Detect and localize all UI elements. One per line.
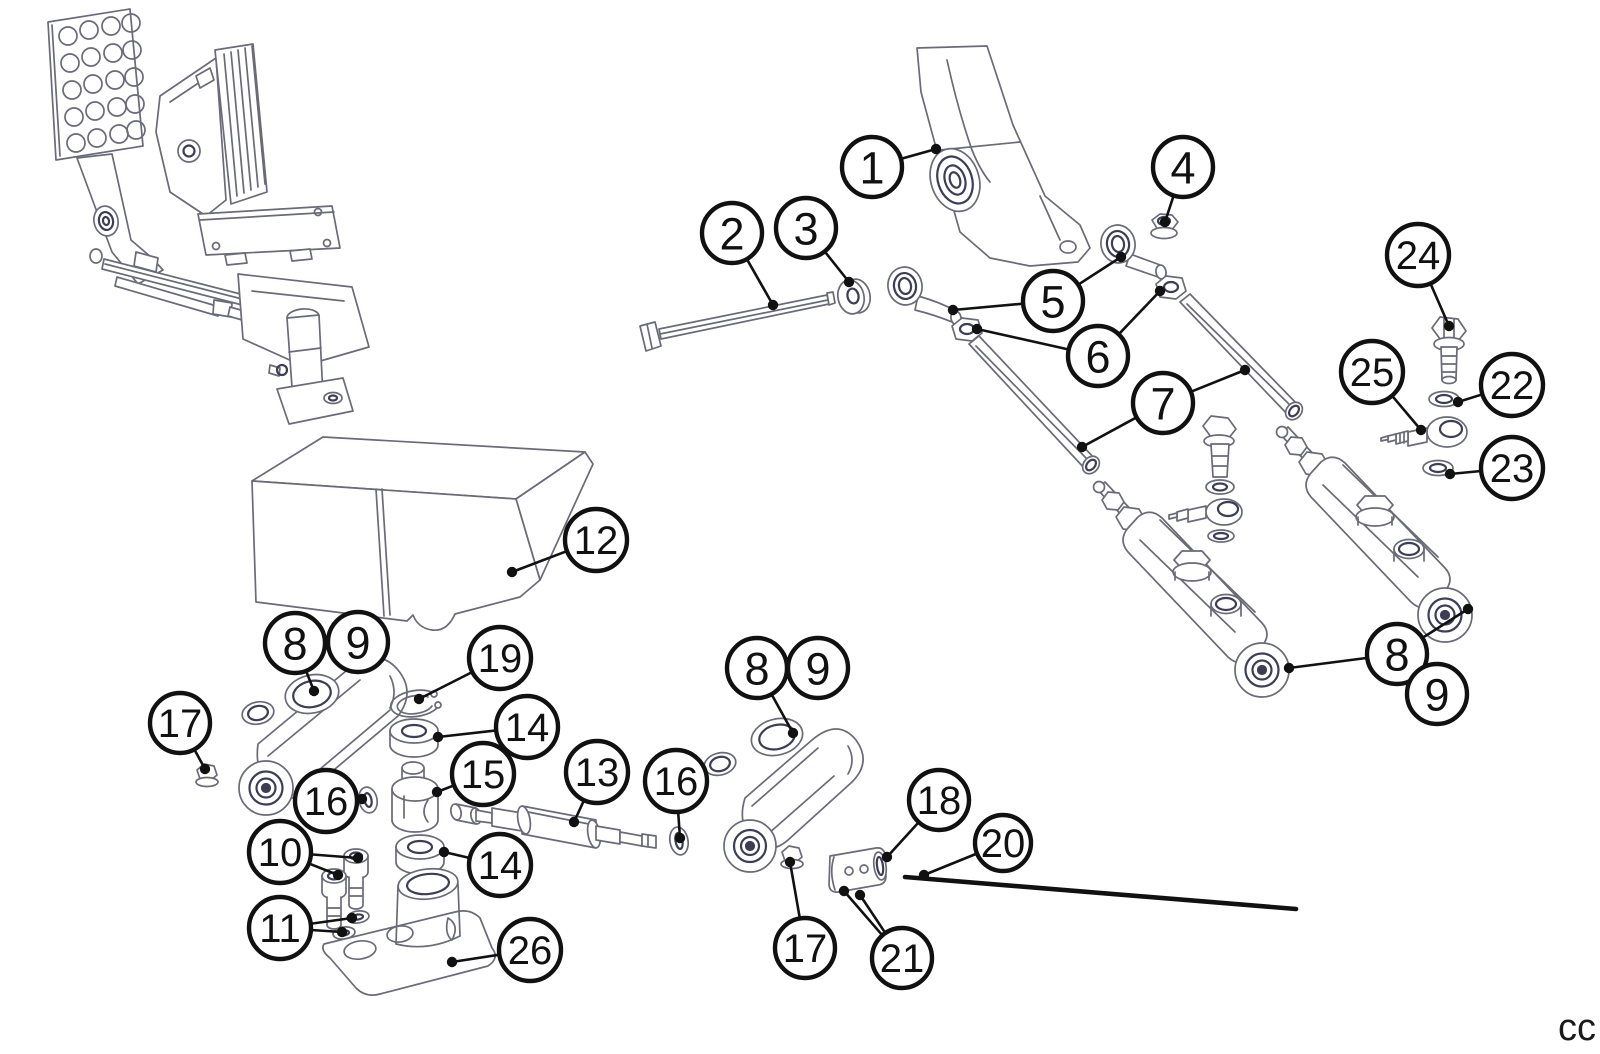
- callout-24: 24: [1384, 221, 1455, 332]
- callout-4: 4: [1150, 134, 1216, 228]
- pushrod-tube-drawing-lower: [968, 335, 1101, 475]
- svg-text:16: 16: [304, 780, 349, 824]
- trunnion-drawing: [391, 761, 439, 833]
- o-ring-drawing-right: [668, 826, 690, 856]
- svg-text:17: 17: [158, 702, 203, 746]
- callout-16: 16: [642, 747, 710, 844]
- svg-text:17: 17: [783, 927, 828, 971]
- watermark-text: cc: [1558, 1007, 1596, 1049]
- assembled-pedal-box-drawing: [47, 8, 370, 425]
- spacer-drawing-bottom: [395, 834, 445, 875]
- callout-3: 3: [773, 195, 855, 288]
- svg-text:9: 9: [345, 618, 370, 669]
- svg-text:8: 8: [1384, 630, 1409, 681]
- svg-text:15: 15: [461, 753, 506, 797]
- svg-text:14: 14: [505, 706, 550, 750]
- callout-16: 16: [292, 767, 368, 835]
- svg-text:9: 9: [805, 644, 830, 695]
- callout-9: 9: [1404, 661, 1470, 727]
- svg-text:23: 23: [1490, 447, 1535, 491]
- svg-text:8: 8: [744, 644, 769, 695]
- master-cylinder-drawing-right-a: [1092, 480, 1290, 698]
- callout-8: 8: [1283, 603, 1474, 687]
- svg-text:20: 20: [981, 822, 1026, 866]
- callout-5: 5: [947, 251, 1127, 334]
- svg-text:19: 19: [478, 637, 523, 681]
- pivot-bolt-drawing: [639, 291, 836, 352]
- master-cylinder-drawing-right-b: [1275, 425, 1474, 644]
- svg-text:16: 16: [654, 760, 699, 804]
- callout-2: 2: [699, 200, 779, 311]
- callout-25: 25: [1338, 338, 1427, 436]
- svg-text:14: 14: [478, 844, 523, 888]
- svg-text:22: 22: [1490, 364, 1535, 408]
- callout-26: 26: [446, 916, 564, 984]
- svg-text:4: 4: [1170, 143, 1195, 194]
- parts-line-art: [47, 8, 1474, 996]
- pushrod-tube-drawing-upper: [1179, 293, 1304, 421]
- callout-23: 23: [1444, 434, 1546, 502]
- callout-10: 10: [246, 818, 364, 886]
- throttle-pedal-plate: [214, 43, 268, 205]
- svg-text:2: 2: [719, 209, 744, 260]
- svg-text:5: 5: [1040, 277, 1065, 328]
- master-cylinder-drawing-bottom-middle: [703, 717, 864, 873]
- spacer-drawing-top: [389, 718, 439, 758]
- throttle-cable-drawing: [902, 874, 1299, 912]
- master-cylinder-drawing-bottom-left: [238, 657, 408, 816]
- svg-text:3: 3: [793, 204, 818, 255]
- callout-11: 11: [246, 894, 358, 962]
- banjo-set-drawing-left: [1168, 415, 1243, 543]
- callout-17: 17: [772, 856, 838, 981]
- sleeve-drawing: [828, 847, 888, 893]
- svg-text:25: 25: [1350, 351, 1395, 395]
- callout-13: 13: [563, 738, 631, 828]
- callout-7: 7: [1076, 364, 1251, 453]
- callout-21: 21: [838, 885, 935, 991]
- callout-12: 12: [506, 506, 630, 578]
- svg-text:26: 26: [508, 929, 553, 973]
- callout-22: 22: [1452, 351, 1546, 419]
- svg-text:9: 9: [1424, 670, 1449, 721]
- svg-text:7: 7: [1150, 379, 1175, 430]
- svg-text:11: 11: [259, 907, 301, 951]
- svg-text:1: 1: [859, 143, 884, 194]
- pedal-pad-holes: [58, 13, 146, 153]
- callout-1: 1: [839, 134, 942, 200]
- throttle-bracket: [155, 57, 227, 217]
- link-rod-2: [114, 276, 221, 317]
- svg-text:13: 13: [575, 751, 620, 795]
- callout-17: 17: [147, 690, 213, 775]
- callout-8: 8: [724, 635, 799, 739]
- callout-14: 14: [432, 693, 561, 761]
- callout-18: 18: [881, 767, 972, 863]
- callout-9: 9: [325, 609, 391, 675]
- exploded-pedal-arm-drawing: [916, 45, 1091, 267]
- callout-15: 15: [431, 740, 517, 808]
- svg-text:10: 10: [258, 831, 303, 875]
- svg-text:8: 8: [282, 619, 307, 670]
- svg-text:12: 12: [574, 519, 619, 563]
- callout-6: 6: [971, 285, 1166, 389]
- svg-text:6: 6: [1085, 332, 1110, 383]
- callout-9: 9: [785, 635, 851, 701]
- svg-text:18: 18: [917, 779, 962, 823]
- callout-20: 20: [918, 812, 1034, 881]
- callout-19: 19: [413, 624, 534, 705]
- mounting-block-drawing: [322, 867, 497, 996]
- rod-end-drawing-lower: [887, 266, 962, 326]
- svg-text:24: 24: [1396, 234, 1441, 278]
- callout-14: 14: [438, 831, 534, 899]
- pedal-cover-drawing: [251, 436, 594, 632]
- svg-text:21: 21: [880, 937, 925, 981]
- callout-8: 8: [262, 610, 328, 697]
